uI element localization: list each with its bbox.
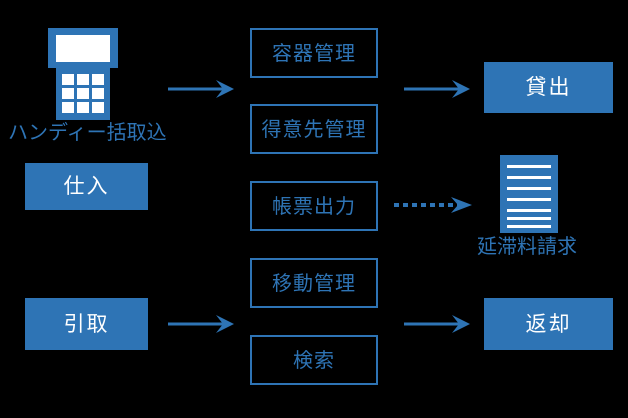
box-return[interactable]: 返却 — [484, 298, 613, 350]
box-customer-management[interactable]: 得意先管理 — [250, 104, 378, 154]
box-lending[interactable]: 貸出 — [484, 62, 613, 113]
box-collection[interactable]: 引取 — [25, 298, 148, 350]
handheld-scanner-icon — [48, 28, 118, 120]
box-search[interactable]: 検索 — [250, 335, 378, 385]
scanner-keypad — [62, 74, 104, 114]
box-movement-management[interactable]: 移動管理 — [250, 258, 378, 308]
arrow-supply-to-center — [168, 78, 236, 100]
handheld-scanner-label: ハンディー括取込 — [8, 120, 167, 144]
arrow-center-to-lending — [404, 78, 472, 100]
scanner-screen — [56, 35, 110, 62]
box-report-output[interactable]: 帳票出力 — [250, 181, 378, 231]
box-supply[interactable]: 仕入 — [25, 163, 148, 210]
box-container-management[interactable]: 容器管理 — [250, 28, 378, 78]
arrow-center-to-return — [404, 313, 472, 335]
arrow-collection-to-center — [168, 313, 236, 335]
document-report-icon — [500, 155, 558, 233]
overdue-fee-label: 延滞料請求 — [477, 234, 577, 258]
arrow-report-to-overdue — [394, 194, 476, 216]
